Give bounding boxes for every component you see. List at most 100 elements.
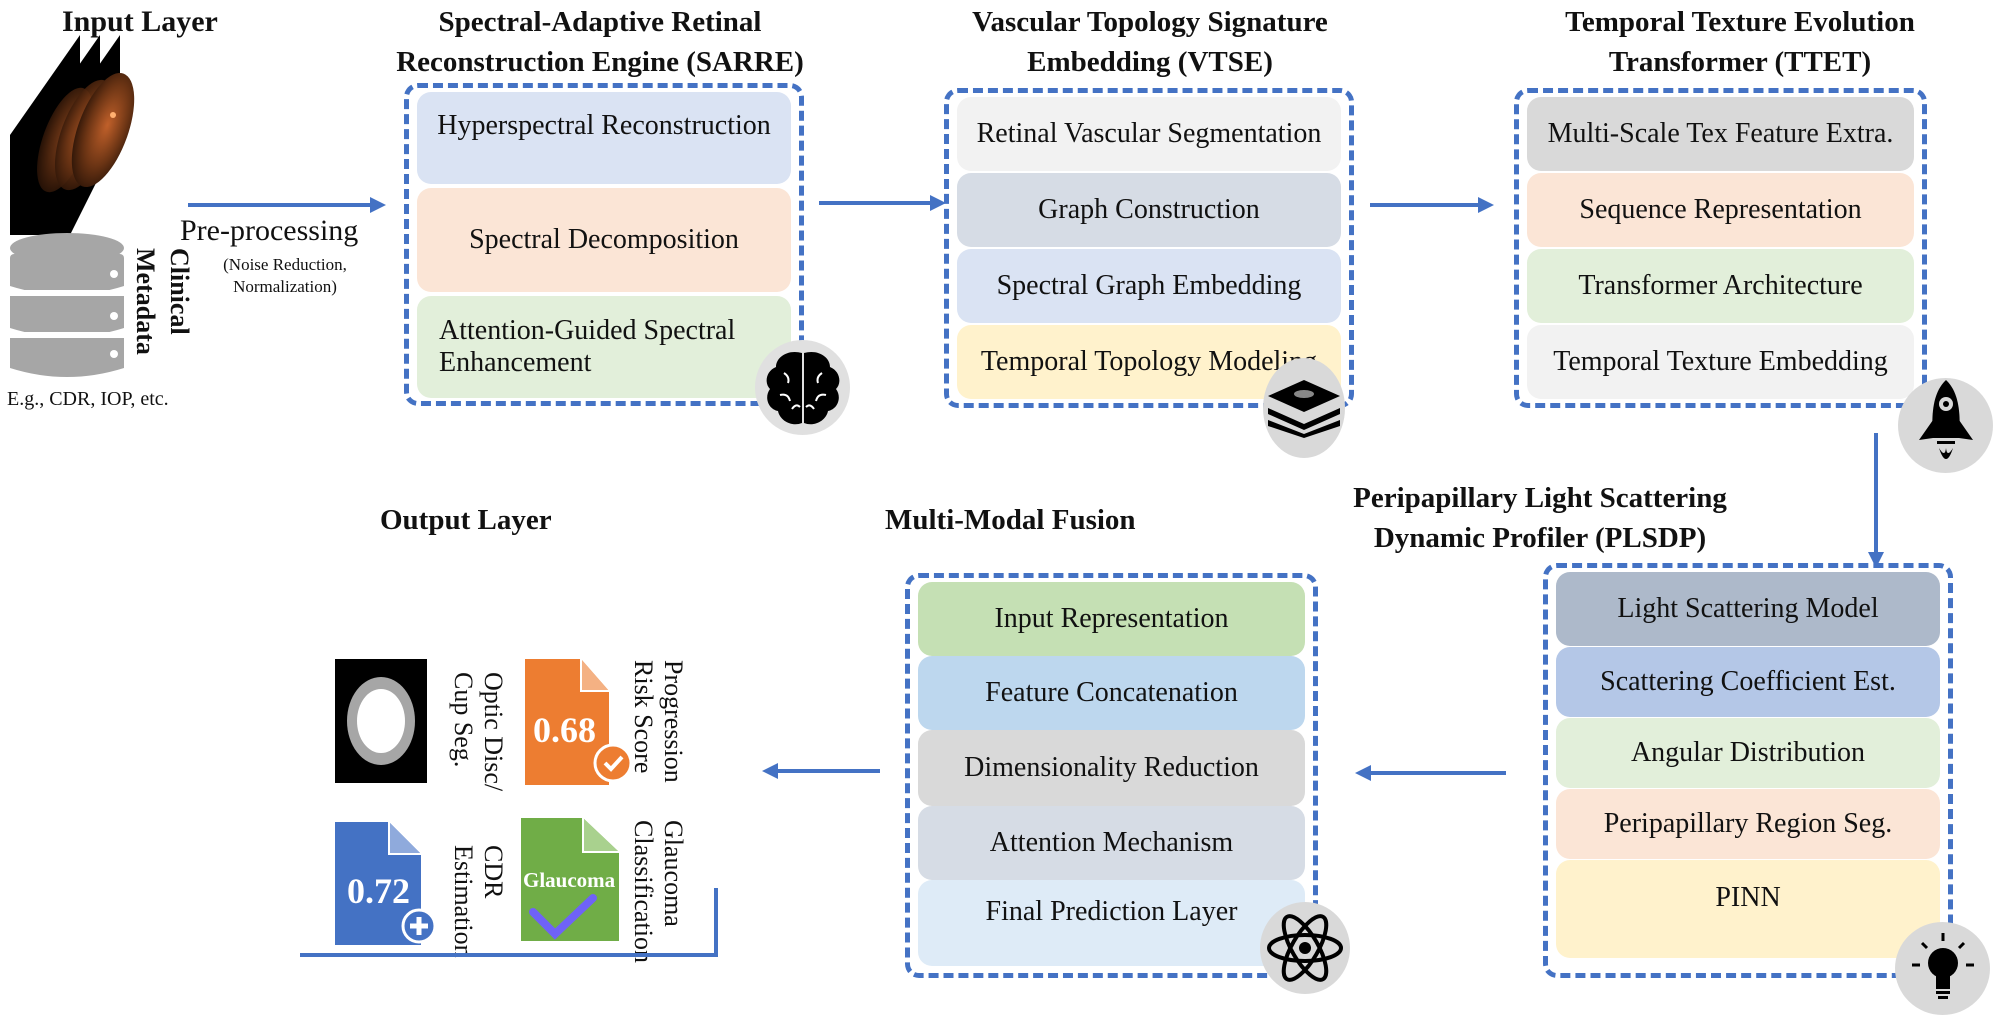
lightbulb-icon — [1895, 922, 1990, 1015]
ttet-row-transformer[interactable]: Transformer Architecture — [1527, 249, 1914, 323]
fusion-title: Multi-Modal Fusion — [885, 504, 1136, 536]
row-label-line1: Attention-Guided Spectral — [439, 315, 736, 346]
metadata-examples: E.g., CDR, IOP, etc. — [7, 388, 169, 410]
plsdp-row-peripapillary[interactable]: Peripapillary Region Seg. — [1556, 789, 1940, 859]
plsdp-to-fusion-arrow — [1370, 771, 1506, 775]
fusion-to-output-arrow — [777, 769, 880, 773]
cdr-label: CDR Estimation — [448, 845, 508, 958]
plsdp-module: Light Scattering Model Scattering Coeffi… — [1543, 563, 1953, 978]
vtse-to-ttet-arrow — [1370, 203, 1480, 207]
ttet-title: Temporal Texture Evolution Transformer (… — [1500, 2, 1980, 82]
database-icon — [10, 233, 124, 377]
progression-risk-doc: 0.68 — [525, 659, 635, 787]
document-icon — [335, 822, 437, 945]
clinical-metadata-line1: Clinical — [165, 248, 194, 335]
brain-icon — [755, 340, 850, 435]
sarre-module: Hyperspectral Reconstruction Spectral De… — [404, 83, 804, 406]
document-icon — [521, 818, 619, 941]
cdr-estimation-doc: 0.72 — [335, 822, 445, 950]
layers-icon — [1263, 358, 1345, 458]
glaucoma-label-line2: Classification — [629, 820, 658, 963]
layers-glyph — [1268, 380, 1340, 438]
optic-disc-label: Optic Disc/ Cup Seg. — [448, 672, 508, 791]
fundus-image-stack — [10, 35, 135, 235]
arrow-head — [1355, 765, 1371, 781]
brain-glyph — [766, 351, 839, 424]
sarre-title-line1: Spectral-Adaptive Retinal — [438, 6, 762, 38]
glaucoma-classification-doc: Glaucoma — [521, 818, 621, 944]
row-label: Scattering Coefficient Est. — [1600, 666, 1896, 697]
preprocess-arrow — [188, 203, 370, 207]
ttet-row-sequence[interactable]: Sequence Representation — [1527, 173, 1914, 247]
output-layer-title: Output Layer — [380, 504, 552, 536]
row-label: Attention Mechanism — [989, 827, 1234, 858]
arrow-head — [930, 195, 946, 211]
ttet-row-multiscale[interactable]: Multi-Scale Tex Feature Extra. — [1527, 97, 1914, 171]
sarre-to-vtse-arrow — [819, 201, 937, 205]
arrow-head — [1478, 197, 1494, 213]
plsdp-title: Peripapillary Light Scattering Dynamic P… — [1340, 478, 1740, 558]
output-bracket-bottom — [300, 953, 718, 957]
glaucoma-label-line1: Glaucoma — [659, 820, 688, 927]
arrow-head — [762, 763, 778, 779]
plsdp-title-line2: Dynamic Profiler (PLSDP) — [1373, 522, 1707, 554]
fusion-row-attention[interactable]: Attention Mechanism — [918, 806, 1305, 880]
rocket-glyph — [1918, 379, 1973, 459]
vtse-title-line2: Embedding (VTSE) — [1027, 46, 1273, 78]
progression-risk-label-line1: Progression — [659, 660, 688, 783]
vtse-row-spectral-embedding[interactable]: Spectral Graph Embedding — [957, 249, 1341, 323]
atom-icon — [1260, 902, 1350, 994]
row-label: Feature Concatenation — [985, 677, 1238, 708]
plsdp-row-scattering-coeff[interactable]: Scattering Coefficient Est. — [1556, 647, 1940, 717]
plsdp-row-angular[interactable]: Angular Distribution — [1556, 718, 1940, 788]
ttet-row-temporal-embedding[interactable]: Temporal Texture Embedding — [1527, 325, 1914, 399]
vtse-row-graph-construction[interactable]: Graph Construction — [957, 173, 1341, 247]
row-label: Light Scattering Model — [1617, 593, 1879, 624]
preprocessing-label: Pre-processing — [180, 214, 359, 247]
row-label: PINN — [1715, 882, 1781, 913]
fusion-row-feature-concat[interactable]: Feature Concatenation — [918, 656, 1305, 730]
vtse-row-segmentation[interactable]: Retinal Vascular Segmentation — [957, 97, 1341, 171]
optic-disc-segmentation-image — [335, 659, 427, 783]
row-label: Peripapillary Region Seg. — [1603, 808, 1893, 839]
optic-disc-label-line2: Cup Seg. — [449, 672, 478, 768]
output-bracket-right — [714, 888, 718, 957]
vtse-title: Vascular Topology Signature Embedding (V… — [900, 2, 1400, 82]
arrow-head — [370, 197, 386, 213]
fusion-module: Input Representation Feature Concatenati… — [905, 573, 1318, 978]
ttet-title-line2: Transformer (TTET) — [1608, 46, 1872, 78]
glaucoma-label: Glaucoma Classification — [628, 820, 688, 963]
progression-risk-value: 0.68 — [533, 710, 596, 750]
sarre-title: Spectral-Adaptive Retinal Reconstruction… — [345, 2, 855, 82]
row-label-line2: Enhancement — [439, 347, 592, 378]
clinical-metadata-label: Clinical Metadata — [128, 248, 196, 355]
clinical-metadata-line2: Metadata — [131, 248, 160, 355]
plsdp-row-pinn[interactable]: PINN — [1556, 860, 1940, 958]
row-label: Dimensionality Reduction — [964, 752, 1259, 783]
preprocessing-detail-line1: (Noise Reduction, — [223, 255, 347, 274]
optic-disc-label-line1: Optic Disc/ — [479, 672, 508, 792]
sarre-row-decomposition[interactable]: Spectral Decomposition — [417, 188, 791, 292]
ttet-title-line1: Temporal Texture Evolution — [1565, 6, 1915, 38]
sarre-title-line2: Reconstruction Engine (SARRE) — [396, 46, 804, 78]
fusion-row-dim-reduction[interactable]: Dimensionality Reduction — [918, 730, 1305, 806]
sarre-row-hyperspectral[interactable]: Hyperspectral Reconstruction — [417, 92, 791, 184]
preprocessing-detail-line2: Normalization) — [233, 277, 337, 296]
rocket-icon — [1898, 378, 1993, 473]
preprocessing-detail: (Noise Reduction, Normalization) — [200, 254, 370, 298]
cdr-value: 0.72 — [347, 871, 410, 911]
plsdp-row-light-scattering[interactable]: Light Scattering Model — [1556, 572, 1940, 646]
cdr-label-line1: CDR — [479, 845, 508, 899]
row-label: Spectral Graph Embedding — [996, 270, 1302, 301]
sarre-row-attention[interactable]: Attention-Guided Spectral Enhancement — [417, 296, 791, 398]
plsdp-title-line1: Peripapillary Light Scattering — [1353, 482, 1727, 514]
row-label: Final Prediction Layer — [985, 896, 1238, 927]
cdr-label-line2: Estimation — [449, 845, 478, 958]
fusion-row-final-prediction[interactable]: Final Prediction Layer — [918, 880, 1305, 966]
row-label: Graph Construction — [1038, 194, 1260, 225]
progression-risk-label: Progression Risk Score — [628, 660, 688, 783]
progression-risk-label-line2: Risk Score — [629, 660, 658, 774]
fusion-row-input-representation[interactable]: Input Representation — [918, 582, 1305, 656]
row-label: Temporal Topology Modeling — [980, 346, 1318, 377]
row-label: Temporal Texture Embedding — [1553, 346, 1888, 377]
